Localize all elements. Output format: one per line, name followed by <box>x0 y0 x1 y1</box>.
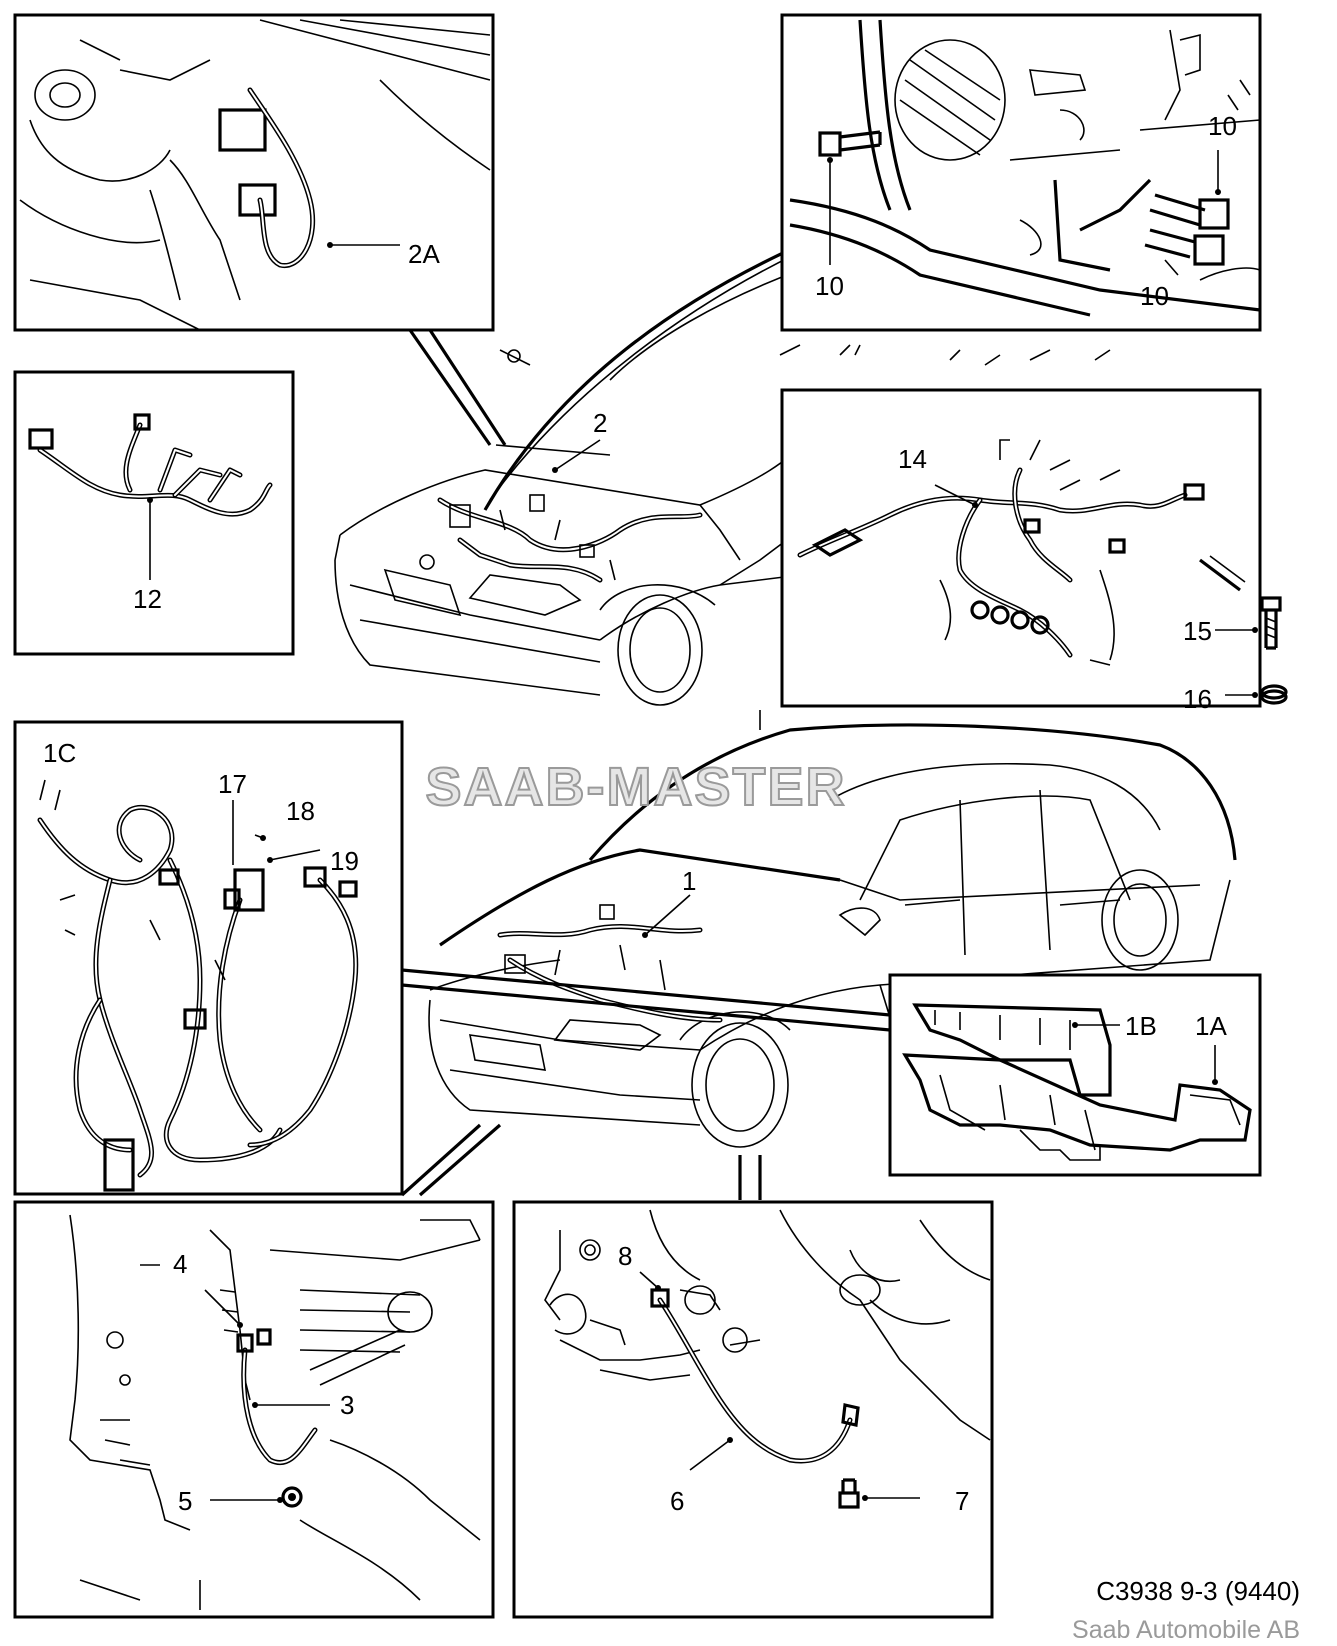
callout-16: 16 <box>1183 684 1212 714</box>
inset-3-4-5: 4 3 5 <box>13 1200 495 1619</box>
callout-7: 7 <box>955 1486 969 1516</box>
callout-1c: 1C <box>43 738 76 768</box>
car-lower-illustration <box>428 710 1237 1148</box>
callout-6: 6 <box>670 1486 684 1516</box>
bolt-10-left <box>818 130 882 157</box>
publisher-credit: Saab Automobile AB <box>1072 1616 1300 1644</box>
bolt-15 <box>1260 596 1282 650</box>
callout-3: 3 <box>340 1390 354 1420</box>
callout-10-left: 10 <box>815 271 844 301</box>
inset-12: 12 <box>13 370 295 656</box>
watermark-text: SAAB-MASTER <box>426 757 847 817</box>
callout-15: 15 <box>1183 616 1212 646</box>
inset-1a-1b: 1B 1A <box>888 973 1262 1177</box>
callout-2: 2 <box>593 408 607 438</box>
inset-10-bolts: 10 10 10 <box>780 13 1262 332</box>
inset-leader-lines <box>400 329 891 1200</box>
callout-8: 8 <box>618 1241 632 1271</box>
callout-5: 5 <box>178 1486 192 1516</box>
callout-1b: 1B <box>1125 1011 1157 1041</box>
callout-12: 12 <box>133 584 162 614</box>
inset-14-15-16: 14 15 16 <box>780 388 1288 714</box>
callout-18: 18 <box>286 796 315 826</box>
washer-16 <box>1260 684 1288 705</box>
figure-code: C3938 9-3 (9440) <box>1096 1576 1300 1606</box>
callout-1a: 1A <box>1195 1011 1227 1041</box>
callout-4: 4 <box>173 1249 187 1279</box>
inset-1c-17-18-19: 1C 17 18 19 <box>13 720 404 1196</box>
inset-2a: 2A <box>13 13 495 332</box>
bolt-7 <box>838 1478 860 1509</box>
callout-14: 14 <box>898 444 927 474</box>
bolt-10-lower-right <box>1144 228 1225 266</box>
callout-10-upper-right: 10 <box>1208 111 1237 141</box>
inset-6-7-8: 8 6 7 <box>512 1200 994 1619</box>
callout-17: 17 <box>218 769 247 799</box>
car-upper-illustration <box>334 243 1111 706</box>
callout-10-lower-right: 10 <box>1140 281 1169 311</box>
callout-19: 19 <box>330 846 359 876</box>
callout-1: 1 <box>682 866 696 896</box>
bolt-10-upper-right <box>1149 193 1230 230</box>
callout-2a: 2A <box>408 239 440 269</box>
